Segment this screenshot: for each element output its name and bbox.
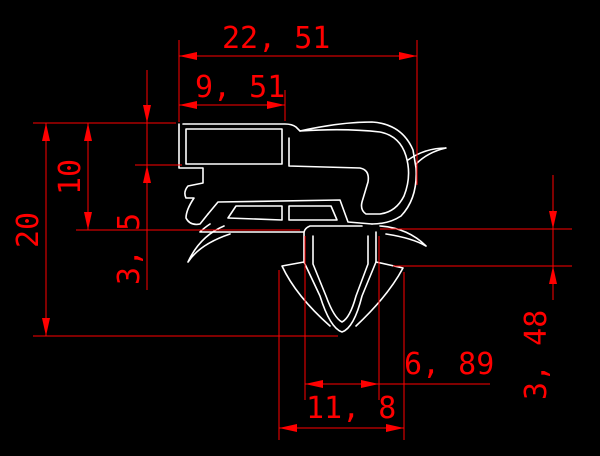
dimension-labels: 22, 51 9, 51 20 10 3, 5 3, 48 11, 8 6, 8… [11,21,554,426]
profile-left-wall [178,123,209,226]
dim-small-height-label: 3, 5 [112,213,147,285]
profile-lower-chamber-2 [288,205,338,221]
dim-stem-width-label: 6, 89 [404,347,494,382]
profile-right-barb [355,261,404,327]
profile-left-flap [187,225,231,263]
dimension-lines [33,40,572,440]
dim-upper-height-label: 10 [53,159,88,195]
profile-lip-tab [407,147,447,165]
profile-bulb-outer [288,128,410,215]
profile-base [199,199,373,233]
profile-outer-top [182,121,418,225]
gasket-profile [178,121,447,333]
profile-top-chamber [185,128,283,165]
dim-right-gap-label: 3, 48 [519,310,554,400]
profile-lower-chamber-1 [227,205,283,221]
profile-stem [303,231,377,333]
dim-overall-width-label: 22, 51 [222,21,330,56]
profile-left-barb [281,261,331,327]
dim-barb-width-label: 11, 8 [306,391,396,426]
dim-top-width-label: 9, 51 [195,70,285,105]
dim-overall-height-label: 20 [11,212,46,248]
